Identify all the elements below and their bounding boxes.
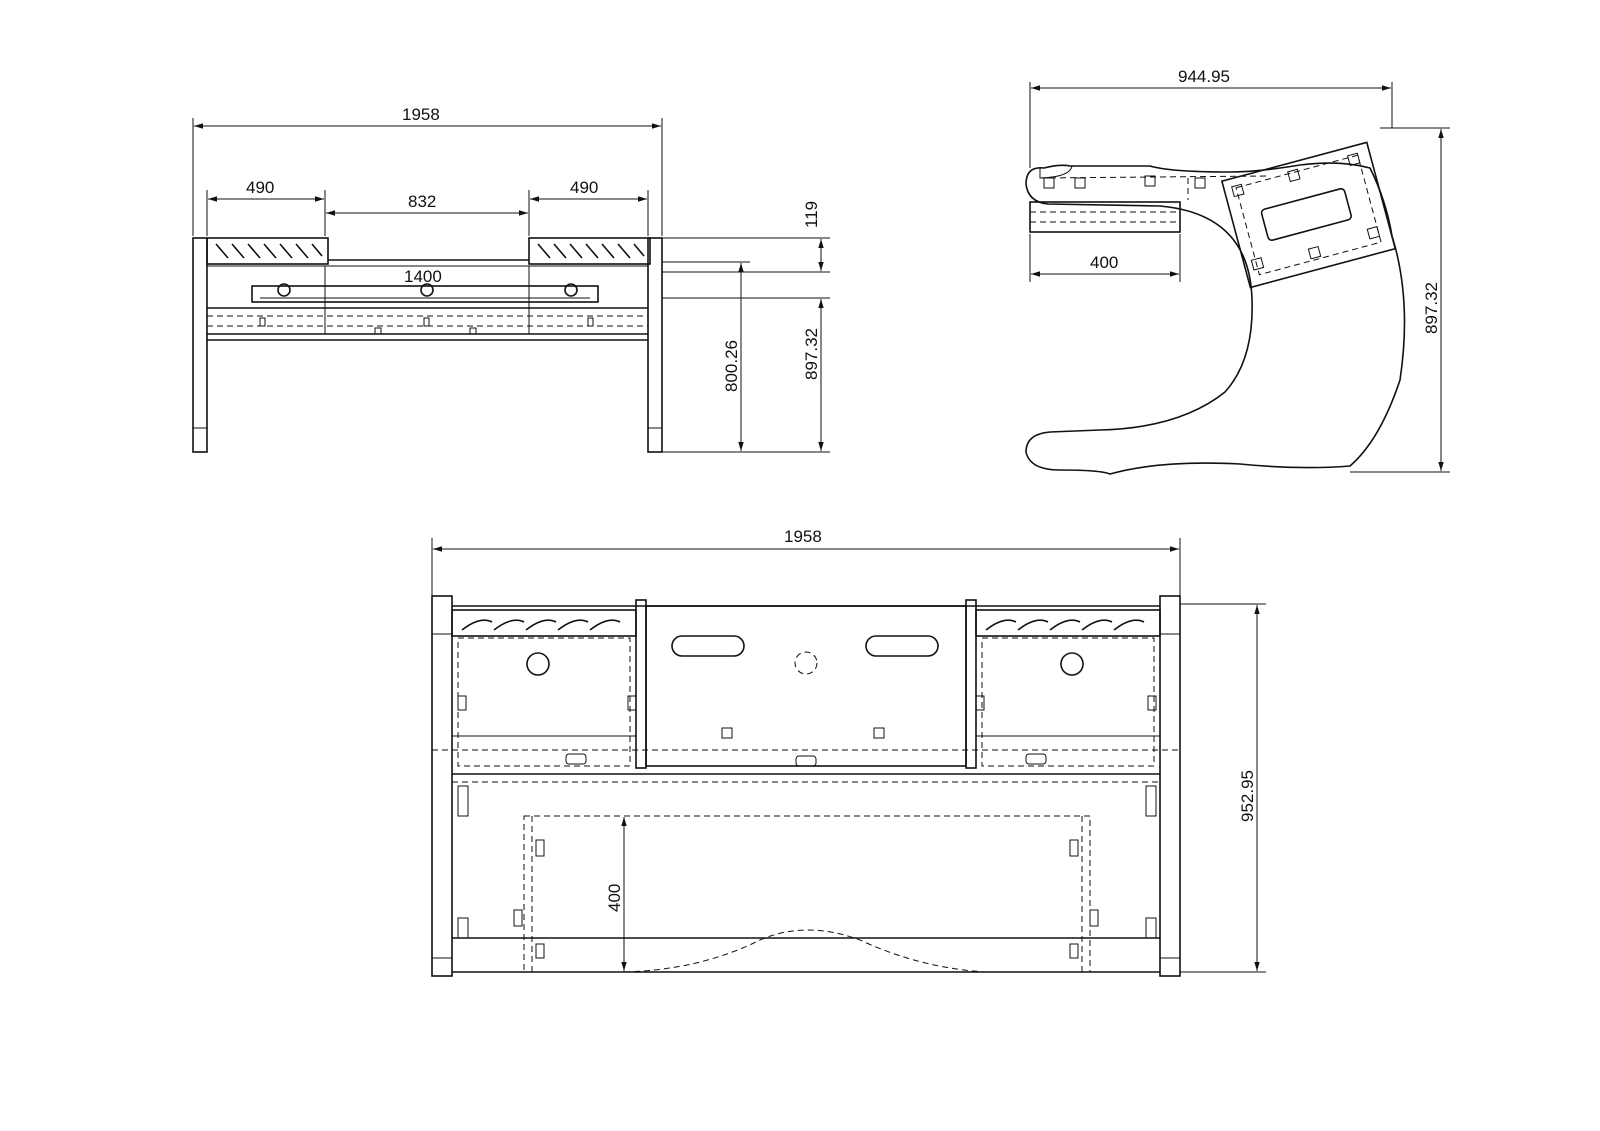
front-total-height-label: 897.32 <box>802 328 821 380</box>
front-inner-span-label: 1400 <box>404 267 442 286</box>
front-overall-width-label: 1958 <box>402 105 440 124</box>
top-recess-depth-label: 400 <box>605 884 624 912</box>
top-left-bay-slots <box>461 619 621 631</box>
side-view: 944.95 400 <box>1025 67 1450 475</box>
top-right-bay-slots <box>985 619 1145 631</box>
left-bay-slots <box>215 243 323 259</box>
right-bay-slots <box>537 243 645 259</box>
side-desk-depth-label: 400 <box>1090 253 1118 272</box>
top-overall-depth-label: 952.95 <box>1238 770 1257 822</box>
front-shelf-height-label: 800.26 <box>722 340 741 392</box>
top-view: 1958 <box>431 527 1266 977</box>
side-overall-depth-label: 944.95 <box>1178 67 1230 86</box>
front-left-bay-label: 490 <box>246 178 274 197</box>
top-overall-width-label: 1958 <box>784 527 822 546</box>
front-center-width-label: 832 <box>408 192 436 211</box>
front-top-offset-label: 119 <box>802 201 821 228</box>
angled-bay <box>1220 141 1397 289</box>
front-view: 1958 490 832 490 1400 <box>192 105 830 453</box>
side-total-height-label: 897.32 <box>1422 282 1441 334</box>
front-right-bay-label: 490 <box>570 178 598 197</box>
